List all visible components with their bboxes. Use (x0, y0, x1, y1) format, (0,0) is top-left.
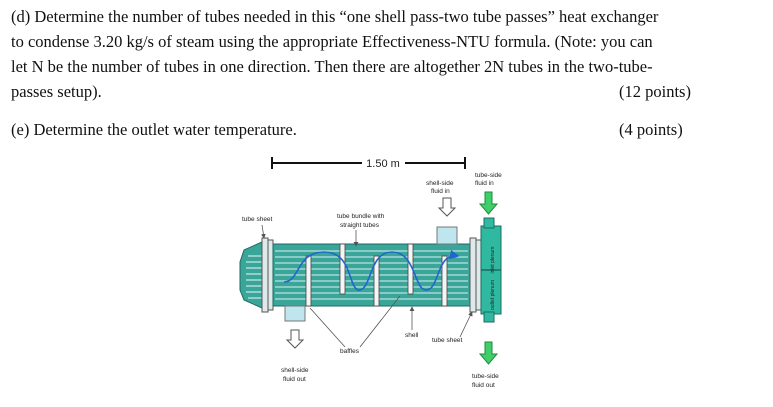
shell-outlet-nozzle (284, 305, 306, 322)
shell-outlet-arrow (285, 329, 305, 349)
scale-bar: 1.50 m (271, 157, 466, 170)
right-head: inlet plenum outlet plenum (480, 217, 502, 323)
outlet-plenum-label: outlet plenum (490, 280, 496, 310)
shell-inlet-nozzle (436, 226, 458, 245)
tube-side-out-label-2: fluid out (472, 382, 495, 389)
question-d-line-4: passes setup). (11, 82, 102, 101)
tube-side-in-label-1: tube-side (475, 172, 502, 179)
shell-inlet-arrow (437, 197, 457, 217)
shell-side-out-label-1: shell-side (281, 367, 309, 374)
baffles (305, 243, 448, 307)
tube-side-out-label-1: tube-side (472, 373, 499, 380)
inlet-plenum-label: inlet plenum (490, 247, 496, 274)
shell-side-out-label-2: fluid out (283, 376, 306, 383)
shell-side-in-label-1: shell-side (426, 180, 454, 187)
question-d-line-3: let N be the number of tubes in one dire… (11, 57, 653, 76)
tube-sheet-left-a (261, 237, 269, 313)
tube-outlet-arrow (478, 341, 499, 365)
baffles-label: baffles (340, 348, 360, 355)
tube-bundle-label-2: straight tubes (340, 222, 380, 229)
question-d-points: (12 points) (619, 82, 691, 101)
tube-sheet-right-b (475, 239, 482, 311)
shell-flow-arrow (283, 249, 460, 291)
question-d-line-1: (d) Determine the number of tubes needed… (11, 7, 659, 26)
tube-side-in-label-2: fluid in (475, 180, 494, 187)
shell-side-in-label-2: fluid in (431, 188, 450, 195)
question-e-text: (e) Determine the outlet water temperatu… (11, 120, 297, 139)
tube-sheet-left-label: tube sheet (242, 216, 273, 223)
tube-sheet-right-a (469, 237, 477, 313)
shell-label: shell (405, 332, 419, 339)
left-head (239, 241, 263, 309)
tube-bundle-label-1: tube bundle with (337, 213, 385, 220)
tube-inlet-arrow (478, 191, 499, 215)
scale-label: 1.50 m (366, 158, 400, 170)
tube-sheet-right-label: tube sheet (432, 337, 463, 344)
tube-sheet-left-b (267, 239, 274, 311)
question-e-points: (4 points) (619, 120, 683, 139)
question-d-line-2: to condense 3.20 kg/s of steam using the… (11, 32, 653, 51)
